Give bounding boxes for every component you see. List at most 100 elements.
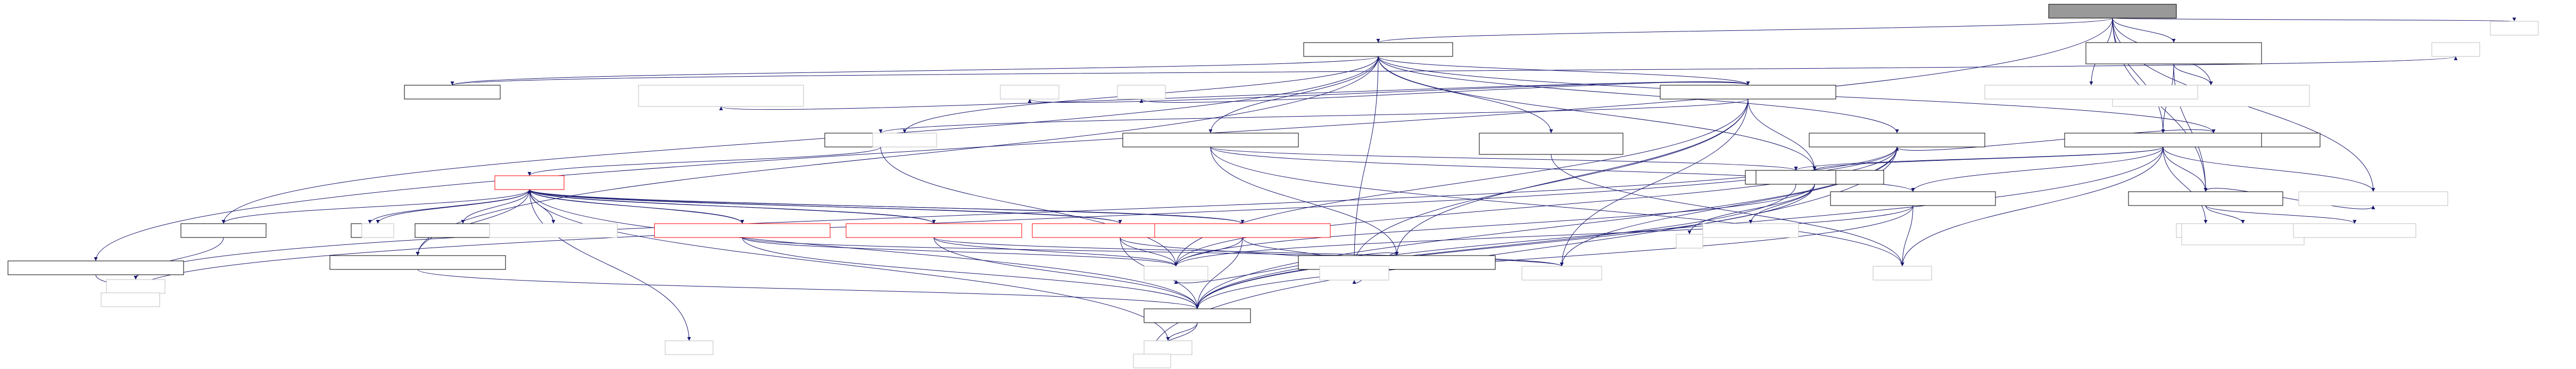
graph-node-n_aj[interactable] bbox=[1144, 308, 1251, 323]
node-box bbox=[1702, 223, 1799, 238]
graph-node-n_k bbox=[1000, 85, 1059, 100]
edge-n_x-to-n_ay bbox=[2163, 146, 2375, 192]
edge-n_ak-to-n_aq bbox=[1174, 184, 1815, 267]
node-box bbox=[1144, 266, 1208, 281]
graph-node-n_t[interactable] bbox=[846, 223, 1022, 238]
graph-node-n_av bbox=[1873, 266, 1932, 281]
edge-n_n-to-n_aq bbox=[880, 146, 1178, 267]
edge-n_f-to-n_e bbox=[719, 81, 1749, 111]
graph-node-n_v[interactable] bbox=[1154, 223, 1331, 238]
graph-node-n_ag bbox=[1676, 234, 1703, 249]
edge-n_r-to-n_aj bbox=[417, 269, 1199, 309]
graph-node-n_ab[interactable] bbox=[2128, 191, 2283, 206]
edge-n_aj-to-n_ap bbox=[1166, 322, 1198, 341]
graph-node-n_j[interactable] bbox=[1809, 133, 1985, 147]
edge-n_ak-to-n_ag bbox=[1687, 184, 1815, 235]
edge-n_f-to-n_aq bbox=[1174, 99, 1749, 267]
node-layer bbox=[7, 4, 2539, 368]
node-box bbox=[1000, 85, 1059, 100]
node-box bbox=[654, 223, 831, 238]
node-box bbox=[1133, 354, 1171, 368]
edge-n_a-to-n_r bbox=[416, 56, 1379, 256]
edge-n_m-to-n_ai bbox=[461, 189, 530, 224]
node-box bbox=[1755, 170, 1836, 185]
graph-node-n_au bbox=[1319, 266, 1389, 281]
graph-node-n_m[interactable] bbox=[494, 175, 565, 190]
edge-n_root-to-n_x bbox=[2112, 18, 2165, 134]
edge-n_s-to-n_m bbox=[527, 189, 743, 224]
graph-node-n_o[interactable] bbox=[180, 223, 267, 238]
node-box bbox=[1984, 85, 2198, 100]
node-box bbox=[1830, 191, 1996, 206]
edge-n_a-to-n_i bbox=[1378, 56, 1553, 134]
edge-n_ab-to-n_ay bbox=[2205, 188, 2375, 210]
node-box bbox=[1479, 133, 1624, 155]
node-box bbox=[2293, 223, 2416, 238]
edge-n_f-to-n_w bbox=[1395, 99, 1749, 256]
graph-node-n_b[interactable] bbox=[2085, 42, 2262, 64]
edge-n_t-to-n_aj bbox=[933, 237, 1199, 309]
graph-node-n_aa bbox=[1984, 85, 2198, 100]
graph-node-n_e bbox=[638, 85, 804, 107]
node-box bbox=[404, 85, 501, 100]
graph-node-n_h[interactable] bbox=[1122, 133, 1299, 147]
node-box bbox=[1319, 266, 1389, 281]
edge-n_a-to-n_h bbox=[1208, 56, 1379, 134]
edge-n_m-to-n_ah bbox=[368, 189, 530, 224]
graph-node-n_r[interactable] bbox=[329, 255, 506, 270]
graph-node-n_af bbox=[1702, 223, 1799, 238]
edge-n_j-to-n_at bbox=[1560, 146, 1898, 267]
node-box bbox=[1117, 85, 1166, 100]
node-box bbox=[1144, 340, 1192, 355]
graph-node-n_as bbox=[665, 340, 714, 355]
graph-node-n_ar[interactable] bbox=[7, 260, 184, 275]
edge-n_m-to-n_o bbox=[221, 189, 530, 224]
graph-node-n_ap bbox=[1144, 340, 1192, 355]
node-box bbox=[2085, 42, 2262, 64]
node-box bbox=[872, 133, 937, 147]
node-box bbox=[361, 223, 394, 238]
edge-n_u-to-n_aq bbox=[1120, 237, 1178, 267]
graph-node-n_d[interactable] bbox=[404, 85, 501, 100]
edge-n_al-to-n_aj bbox=[1195, 205, 1914, 309]
edge-n_root-to-n_b bbox=[2112, 18, 2176, 43]
node-box bbox=[1660, 85, 1836, 100]
edge-n_d-to-n_c bbox=[452, 56, 2457, 86]
graph-node-n_am[interactable] bbox=[1755, 170, 1836, 185]
edge-n_u-to-n_m bbox=[527, 189, 1121, 224]
graph-node-n_f[interactable] bbox=[1660, 85, 1836, 100]
edge-n_a-to-n_f bbox=[1378, 56, 1750, 86]
node-box bbox=[329, 255, 506, 270]
edge-n_f-to-n_au bbox=[1352, 99, 1749, 267]
edge-n_al-to-n_aq bbox=[1174, 205, 1914, 267]
graph-node-n_x[interactable] bbox=[2064, 133, 2262, 147]
node-box bbox=[1144, 308, 1251, 323]
graph-node-n_al[interactable] bbox=[1830, 191, 1996, 206]
graph-node-n_a[interactable] bbox=[1303, 42, 1453, 57]
edge-n_m-to-n_r bbox=[416, 189, 530, 256]
edge-n_n-to-n_m bbox=[527, 146, 881, 176]
node-box bbox=[638, 85, 804, 107]
graph-node-n_root[interactable] bbox=[2048, 4, 2177, 19]
graph-node-n_ay bbox=[2298, 191, 2448, 206]
graph-node-n_s[interactable] bbox=[654, 223, 831, 238]
node-box bbox=[489, 223, 618, 238]
graph-node-n_i[interactable] bbox=[1479, 133, 1624, 155]
edge-n_x-to-n_am bbox=[1794, 146, 2164, 171]
graph-node-n_aw bbox=[101, 292, 160, 307]
edge-n_v-to-n_m bbox=[527, 189, 1243, 224]
node-box bbox=[2048, 4, 2177, 19]
edge-n_a-to-n_o bbox=[221, 56, 1379, 224]
edge-n_x-to-n_av bbox=[1900, 146, 2164, 267]
edge-n_f-to-n_ak bbox=[1747, 99, 1817, 171]
edge-n_j-to-n_aw bbox=[128, 146, 1898, 293]
edge-n_ab-to-n_ad bbox=[2205, 205, 2245, 224]
edge-n_b-to-n_z bbox=[2173, 63, 2213, 86]
edge-n_t-to-n_m bbox=[527, 189, 934, 224]
graph-node-n_p bbox=[106, 279, 165, 294]
node-box bbox=[1676, 234, 1703, 249]
graph-node-n_l bbox=[1117, 85, 1166, 100]
edge-n_a-to-n_ak bbox=[1378, 56, 1817, 171]
edge-n_f-to-n_at bbox=[1560, 99, 1749, 267]
node-box bbox=[1809, 133, 1985, 147]
